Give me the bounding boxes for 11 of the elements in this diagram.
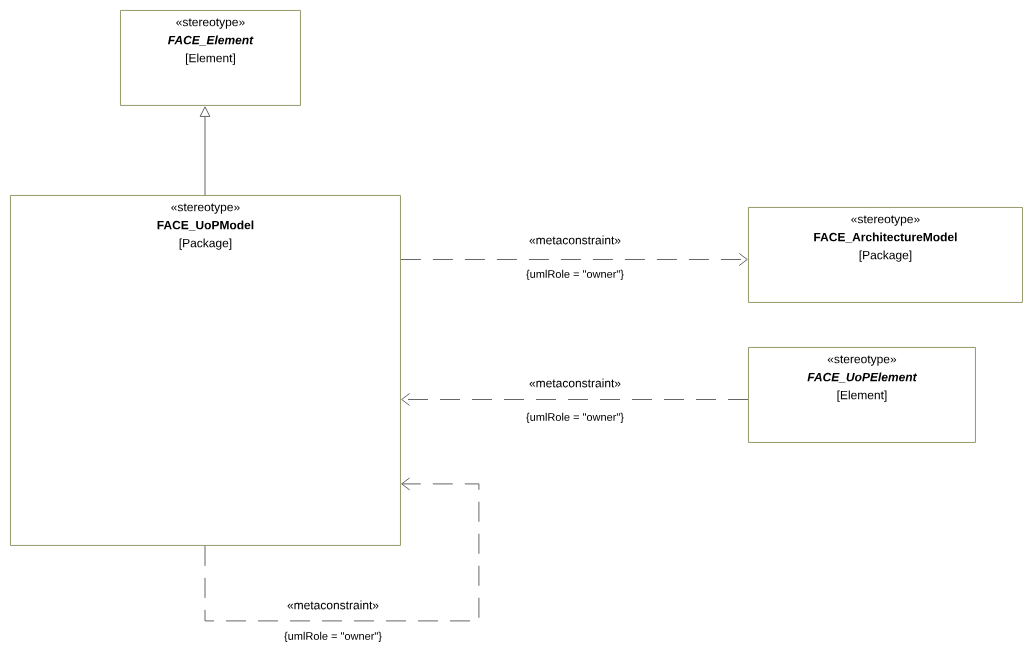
edge-label: «metaconstraint» <box>286 599 381 611</box>
edge-label: «metaconstraint» <box>528 377 623 389</box>
stereotype-box: «stereotype» FACE_Element [Element] <box>120 10 301 106</box>
dependency-arrow <box>400 253 748 266</box>
stereotype-box: «stereotype» FACE_UoPElement [Element] <box>748 347 976 443</box>
stereotype-box: «stereotype» FACE_UoPModel [Package] <box>10 195 401 546</box>
generalization-arrow <box>199 106 211 196</box>
stereotype-box: «stereotype» FACE_ArchitectureModel [Package] <box>748 207 1023 303</box>
dependency-arrow <box>204 477 480 622</box>
edge-label: «metaconstraint» <box>528 234 623 246</box>
dependency-arrow <box>401 393 749 406</box>
